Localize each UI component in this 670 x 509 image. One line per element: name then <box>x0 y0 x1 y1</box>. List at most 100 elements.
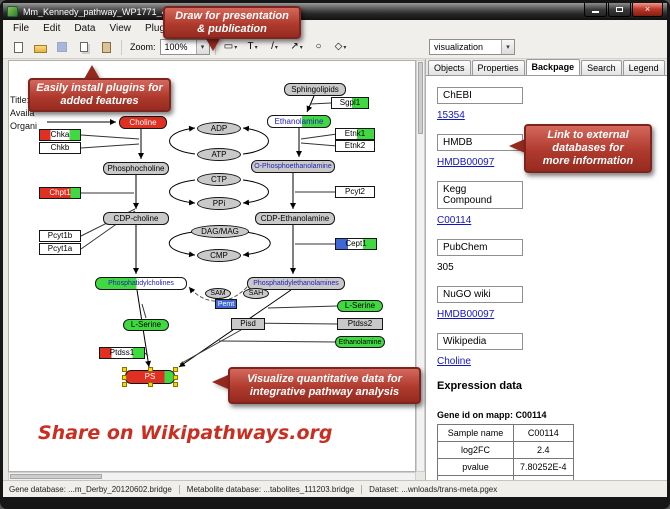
database-header: Kegg Compound <box>437 181 523 209</box>
pathway-node[interactable]: Choline <box>119 116 167 129</box>
callout-pointer <box>205 37 221 51</box>
scrollbar-thumb[interactable] <box>418 62 423 134</box>
pathway-node[interactable]: SAM <box>205 288 231 299</box>
pathway-node[interactable]: Phosphatidylcholines <box>95 277 187 290</box>
pathway-node[interactable]: O-Phosphoethanolamine <box>251 160 335 173</box>
selection-handle[interactable] <box>122 367 127 372</box>
tab-legend[interactable]: Legend <box>622 60 665 75</box>
callout-pointer <box>509 139 525 153</box>
pathway-node[interactable]: Ptdss2 <box>337 318 383 330</box>
menu-view[interactable]: View <box>109 22 131 34</box>
chevron-down-icon[interactable]: ▾ <box>501 40 514 54</box>
tab-backpage[interactable]: Backpage <box>525 59 581 75</box>
open-file-button[interactable] <box>30 38 50 56</box>
menu-plugins[interactable]: Plugins <box>144 22 178 34</box>
pathway-canvas[interactable]: Title: Availa Organi <box>8 60 416 472</box>
selection-handle[interactable] <box>122 382 127 387</box>
zoom-combobox[interactable]: 100% ▾ <box>159 39 210 55</box>
pathway-node[interactable]: Sphingolipids <box>284 83 346 96</box>
pathway-node[interactable]: Sgpl1 <box>331 97 369 109</box>
selection-handle[interactable] <box>148 367 153 372</box>
pathway-node[interactable]: ATP <box>197 148 241 161</box>
pathway-node[interactable]: Pemt <box>215 299 237 309</box>
database-header: HMDB <box>437 134 523 151</box>
callout-text: integrative pathway analysis <box>249 385 400 398</box>
expression-data-table: Sample name C00114 log2FC 2.4 pvalue 7.8… <box>437 424 574 480</box>
table-row: pvalue 7.80252E-4 <box>437 458 574 476</box>
pathway-node[interactable]: Phosphocholine <box>103 162 169 175</box>
database-link[interactable]: Choline <box>437 356 471 367</box>
database-link[interactable]: HMDB00097 <box>437 157 495 168</box>
pathway-node[interactable]: CMP <box>197 249 241 262</box>
window-controls: × <box>584 3 663 17</box>
chevron-down-icon[interactable]: ▾ <box>343 44 347 51</box>
selection-handle[interactable] <box>173 382 178 387</box>
pathway-node[interactable]: Chpt1 <box>39 187 81 199</box>
minimize-button[interactable] <box>584 3 607 17</box>
pathway-node[interactable]: Ptdss1 <box>99 347 145 359</box>
datanode-tool-button[interactable]: ▭▾ <box>221 38 241 56</box>
tab-properties[interactable]: Properties <box>471 60 525 75</box>
line-tool-button[interactable]: /▾ <box>265 38 285 56</box>
pathway-node[interactable]: SAH <box>243 288 269 299</box>
pathway-node[interactable]: Ethanolamine <box>267 115 331 128</box>
canvas-vertical-scrollbar[interactable] <box>416 60 425 472</box>
chevron-down-icon[interactable]: ▾ <box>274 44 278 51</box>
arrow-tool-button[interactable]: ↗▾ <box>287 38 307 56</box>
new-file-button[interactable] <box>8 38 28 56</box>
close-button[interactable]: × <box>632 3 663 17</box>
maximize-button[interactable] <box>608 3 631 17</box>
backpage-section: NuGO wiki HMDB00097 <box>437 286 667 320</box>
pathway-node[interactable]: Etnk2 <box>335 140 375 152</box>
shape-tool-button[interactable]: ◇▾ <box>331 38 351 56</box>
pathway-node[interactable]: Pcyt1b <box>39 230 81 242</box>
menu-edit[interactable]: Edit <box>43 22 61 34</box>
chevron-down-icon[interactable]: ▾ <box>254 44 258 51</box>
tab-objects[interactable]: Objects <box>428 60 471 75</box>
backpage-section: PubChem 305 <box>437 239 667 273</box>
selection-handle[interactable] <box>173 367 178 372</box>
selection-handle[interactable] <box>173 375 178 380</box>
pathway-node[interactable]: CTP <box>197 173 241 186</box>
database-header: PubChem <box>437 239 523 256</box>
pathway-node[interactable]: CDP-choline <box>103 212 169 225</box>
pathway-node[interactable]: Chkb <box>39 142 81 154</box>
database-link[interactable]: 15354 <box>437 110 465 121</box>
pathway-node[interactable]: Chka <box>39 129 81 141</box>
workspace: Title: Availa Organi <box>3 59 667 481</box>
pathway-node[interactable]: ADP <box>197 122 241 135</box>
ellipse-tool-button[interactable]: ○ <box>309 38 329 56</box>
copy-button[interactable] <box>74 38 94 56</box>
menu-data[interactable]: Data <box>74 22 96 34</box>
pathway-node[interactable]: Ethanolamine <box>335 336 385 348</box>
database-link[interactable]: HMDB00097 <box>437 309 495 320</box>
pathway-node[interactable]: PPi <box>197 197 241 210</box>
scrollbar-thumb[interactable] <box>10 474 102 479</box>
visualization-combobox[interactable]: visualization ▾ <box>429 39 515 55</box>
pathway-node-selected[interactable]: PS <box>122 367 178 387</box>
table-cell: pvalue <box>437 458 514 476</box>
pathway-node[interactable]: Pcyt1a <box>39 243 81 255</box>
info-organism-line: Organi <box>10 121 38 131</box>
pathway-node[interactable]: Pcyt2 <box>335 186 375 198</box>
pathway-node[interactable]: L-Serine <box>123 319 169 331</box>
pathway-node[interactable]: DAG/MAG <box>191 225 249 238</box>
save-button[interactable] <box>52 38 72 56</box>
title-bar[interactable]: Mm_Kennedy_pathway_WP1771_45176.gpml × <box>3 3 667 20</box>
selection-handle[interactable] <box>148 382 153 387</box>
pathway-node[interactable]: Cept1 <box>335 238 377 250</box>
menu-file[interactable]: File <box>13 22 30 34</box>
label-tool-button[interactable]: T▾ <box>243 38 263 56</box>
database-link[interactable]: C00114 <box>437 215 472 226</box>
pathway-node[interactable]: Pisd <box>231 318 265 330</box>
pathway-node[interactable]: Etnk1 <box>335 128 375 140</box>
pathway-node[interactable]: CDP-Ethanolamine <box>255 212 335 225</box>
tab-search[interactable]: Search <box>581 60 622 75</box>
pathway-node[interactable]: L-Serine <box>337 300 383 312</box>
chevron-down-icon[interactable]: ▾ <box>234 44 238 51</box>
pathway-node[interactable]: Phosphatidylethanolamines <box>247 277 345 290</box>
paste-button[interactable] <box>96 38 116 56</box>
ellipse-tool-icon: ○ <box>315 41 322 52</box>
chevron-down-icon[interactable]: ▾ <box>299 44 303 51</box>
selection-handle[interactable] <box>122 375 127 380</box>
